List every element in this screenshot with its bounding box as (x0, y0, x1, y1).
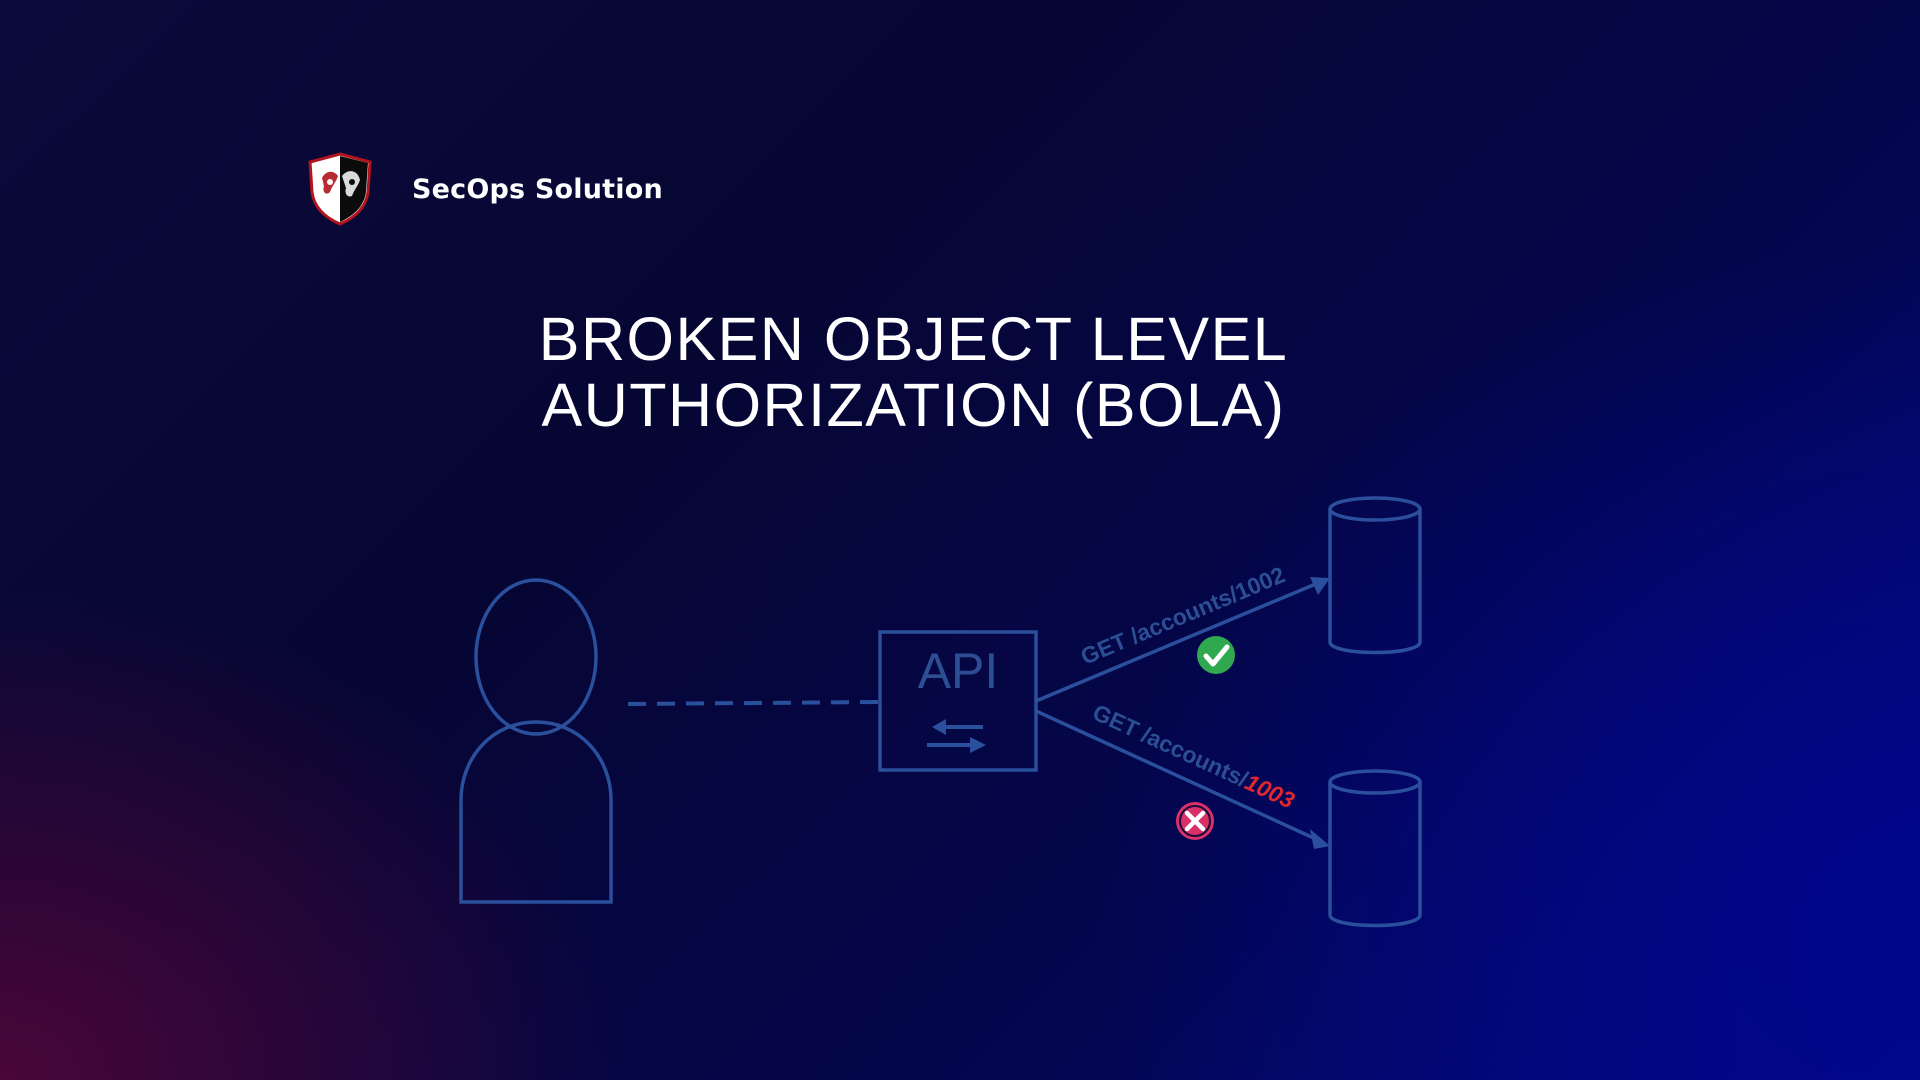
check-circle-icon (1197, 636, 1235, 674)
api-box: API (878, 630, 1038, 772)
user-icon (459, 578, 613, 904)
title-line-2: AUTHORIZATION (BOLA) (541, 371, 1286, 439)
request-arrow-denied (1035, 709, 1330, 849)
request-label-denied: GET /accounts/1003 (1089, 699, 1299, 814)
database-icon-top (1328, 496, 1422, 655)
request-arrow-allowed (1035, 577, 1330, 703)
database-icon-bottom (1328, 769, 1422, 928)
api-label: API (918, 643, 999, 699)
user-api-connection (627, 700, 880, 706)
shield-lion-logo (308, 152, 372, 226)
title-line-1: BROKEN OBJECT LEVEL (538, 305, 1289, 373)
brand: SecOps Solution (306, 152, 663, 226)
page-title: BROKEN OBJECT LEVEL AUTHORIZATION (BOLA) (0, 306, 1827, 438)
request-label-allowed: GET /accounts/1002 (1077, 561, 1289, 669)
x-circle-icon (1176, 802, 1214, 840)
swap-arrows-icon (927, 719, 986, 753)
brand-name: SecOps Solution (412, 173, 663, 205)
